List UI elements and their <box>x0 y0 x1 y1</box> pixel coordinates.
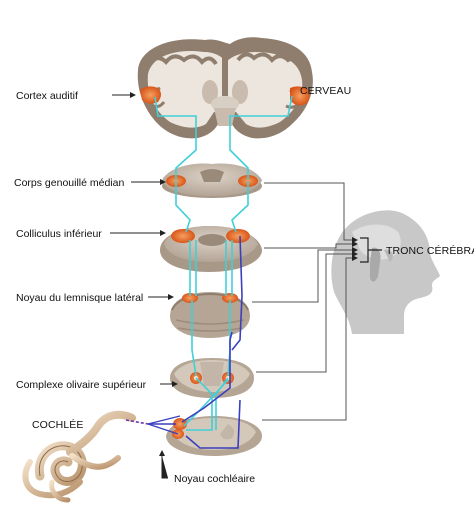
auditory-cortex-right <box>290 86 310 106</box>
label-lemnisque: Noyau du lemnisque latéral <box>16 292 143 304</box>
auditory-nerve <box>125 415 181 435</box>
lateral-lemniscus-section <box>170 292 250 338</box>
label-olivaire: Complexe olivaire supérieur <box>16 379 147 391</box>
label-leader-lines <box>110 92 178 479</box>
superior-olive-section <box>170 358 254 398</box>
label-cortex-auditif: Cortex auditif <box>16 90 78 102</box>
label-cerveau: CERVEAU <box>300 85 351 97</box>
medial-geniculate-section <box>162 163 262 198</box>
connector-lines <box>252 182 352 421</box>
nll-left <box>182 293 198 303</box>
label-cochlee: COCHLÉE <box>32 418 83 431</box>
inferior-colliculus-section <box>160 226 262 272</box>
tronc-bracket <box>360 237 382 263</box>
auditory-cortex-left <box>140 86 161 104</box>
label-tronc-cerebral: TRONC CÉRÉBRAL <box>386 244 474 257</box>
label-noyau-cochleaire: Noyau cochléaire <box>174 473 255 485</box>
brain-section <box>137 37 313 139</box>
cyan-pathways <box>154 95 293 431</box>
ic-right <box>226 229 250 243</box>
label-corps-genouille: Corps genouillé médian <box>14 177 124 189</box>
head-silhouette <box>331 210 440 334</box>
brainstem-silhouette <box>370 247 381 282</box>
cochlear-nucleus-section <box>166 416 262 456</box>
label-colliculus: Colliculus inférieur <box>16 228 102 240</box>
ic-left <box>171 229 195 243</box>
blue-pathway <box>181 235 243 449</box>
cochlea <box>22 410 136 503</box>
connector-arrows <box>352 237 358 261</box>
